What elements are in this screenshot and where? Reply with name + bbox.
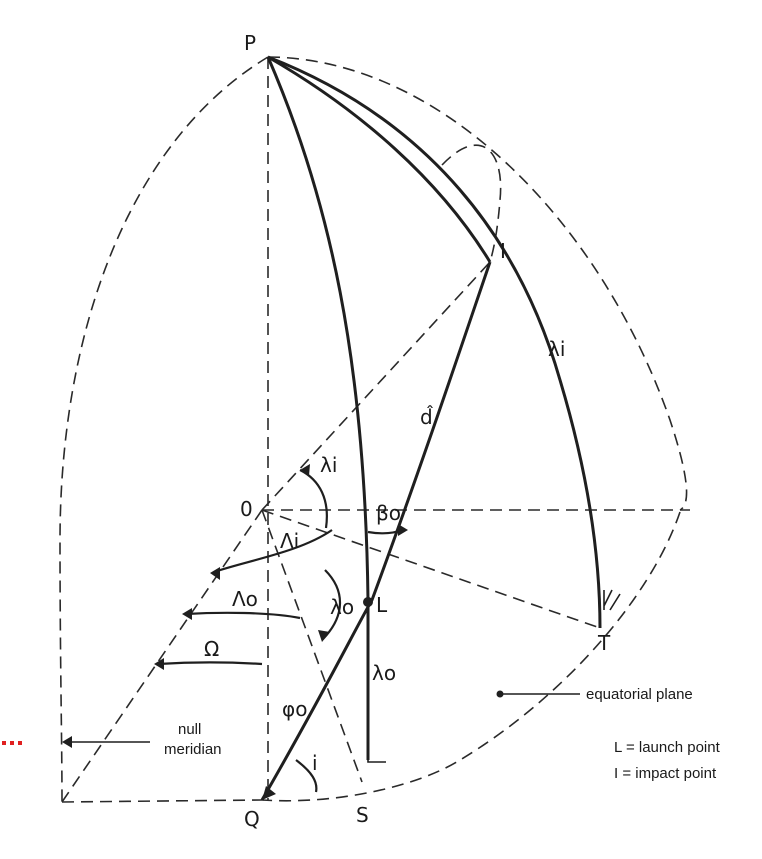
arrowhead-lambda-o — [318, 630, 330, 642]
angle-arc-omega — [157, 661, 263, 666]
angle-label-lambda-i: λi — [320, 453, 337, 477]
equator-bottom-line — [61, 799, 263, 803]
legend-launch-point: L = launch point — [614, 739, 721, 756]
legend-impact-point: I = impact point — [614, 765, 717, 782]
angle-label-inclination: i — [312, 751, 318, 775]
right-angle-marker-T — [603, 589, 621, 611]
angle-label-omega: Ω — [204, 637, 219, 661]
angle-label-lambda-o-upper: λo — [330, 595, 354, 619]
angle-arc-lambda-i — [299, 469, 328, 529]
point-label-Q: Q — [244, 807, 260, 831]
angle-label-lambda-i-upper: λi — [548, 337, 565, 361]
arrowhead-omega — [154, 658, 164, 670]
arrowhead-trajectory — [262, 786, 276, 800]
angle-label-beta-o: βo — [376, 501, 401, 525]
angle-label-distance: d̂ — [420, 405, 433, 429]
point-label-I: I — [500, 239, 506, 263]
angle-label-lambda-o-lower: λo — [372, 661, 396, 685]
null-meridian-line — [61, 509, 263, 803]
impact-meridian-dashed — [441, 144, 502, 263]
arrowhead-lambda-i — [300, 464, 310, 476]
launch-point-marker — [363, 597, 373, 607]
radius-to-S — [261, 509, 363, 783]
angle-arc-Lambda-i — [213, 529, 333, 574]
angle-label-Lambda-i: Λi — [280, 529, 299, 553]
point-label-T: T — [597, 631, 611, 655]
null-meridian-label-line2: meridian — [164, 741, 222, 758]
arc-P-I — [267, 55, 492, 263]
angle-arc-Lambda-o — [185, 611, 301, 620]
sphere-outline-left — [59, 56, 269, 803]
arrowhead-Lambda-o — [182, 608, 192, 620]
angle-label-Lambda-o: Λo — [232, 587, 258, 611]
angle-label-phi-o: φo — [282, 697, 307, 721]
radius-to-T — [261, 509, 601, 629]
radius-to-I — [261, 261, 491, 511]
point-label-L: L — [376, 593, 388, 617]
meridian-P-L-S — [266, 56, 370, 760]
arrowhead-beta-o — [398, 524, 408, 536]
point-label-O: 0 — [240, 497, 253, 521]
point-label-P: P — [244, 31, 256, 55]
arrowhead-Lambda-i — [210, 567, 220, 580]
trajectory-Q-L-I — [260, 261, 492, 801]
red-dotted-marker — [2, 741, 22, 745]
equator-outline — [261, 511, 681, 802]
right-angle-marker-S — [367, 742, 386, 763]
meridian-P-I-T — [267, 55, 602, 629]
point-label-S: S — [356, 803, 369, 827]
equatorial-plane-label: equatorial plane — [586, 686, 693, 703]
sphere-outline-right — [267, 56, 688, 511]
null-meridian-label-line1: null — [178, 721, 201, 738]
arrowhead-null-meridian — [62, 736, 72, 748]
angle-arc-i — [295, 759, 318, 793]
